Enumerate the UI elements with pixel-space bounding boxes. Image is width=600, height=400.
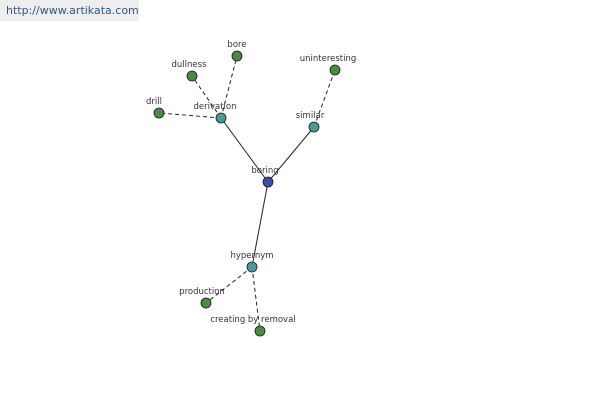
node-production[interactable]	[200, 297, 212, 309]
node-uninteresting[interactable]	[329, 64, 341, 76]
edge-hypernym-production	[205, 266, 253, 304]
nodes	[153, 50, 341, 337]
label-boring[interactable]: boring	[251, 166, 278, 176]
label-bore[interactable]: bore	[227, 40, 246, 50]
label-hypernym[interactable]: hypernym	[230, 251, 273, 261]
node-dullness[interactable]	[186, 70, 198, 82]
site-url[interactable]: http://www.artikata.com	[0, 0, 139, 21]
node-hypernym[interactable]	[246, 261, 258, 273]
label-uninteresting[interactable]: uninteresting	[300, 54, 357, 64]
edge-similar-uninteresting	[313, 69, 336, 128]
node-boring[interactable]	[262, 176, 274, 188]
label-dullness[interactable]: dullness	[172, 60, 208, 70]
edge-derivation-drill	[158, 112, 222, 119]
label-derivation[interactable]: derivation	[193, 102, 236, 112]
label-similar[interactable]: similar	[296, 111, 325, 121]
edge-boring-hypernym	[251, 181, 269, 268]
node-similar[interactable]	[308, 121, 320, 133]
labels: boring derivation similar hypernym bore dulln…	[146, 40, 356, 325]
edge-derivation-dullness	[191, 75, 222, 119]
label-drill[interactable]: drill	[146, 97, 162, 107]
label-production[interactable]: production	[179, 287, 225, 297]
edge-boring-derivation	[220, 117, 269, 183]
label-creating-by-removal[interactable]: creating by removal	[210, 315, 295, 325]
node-creating-by-removal[interactable]	[254, 325, 266, 337]
node-drill[interactable]	[153, 107, 165, 119]
node-bore[interactable]	[231, 50, 243, 62]
node-derivation[interactable]	[215, 112, 227, 124]
edge-hypernym-creating-by-removal	[251, 266, 261, 332]
edges	[158, 55, 336, 332]
edge-derivation-bore	[220, 55, 238, 119]
edge-boring-similar	[267, 126, 315, 183]
